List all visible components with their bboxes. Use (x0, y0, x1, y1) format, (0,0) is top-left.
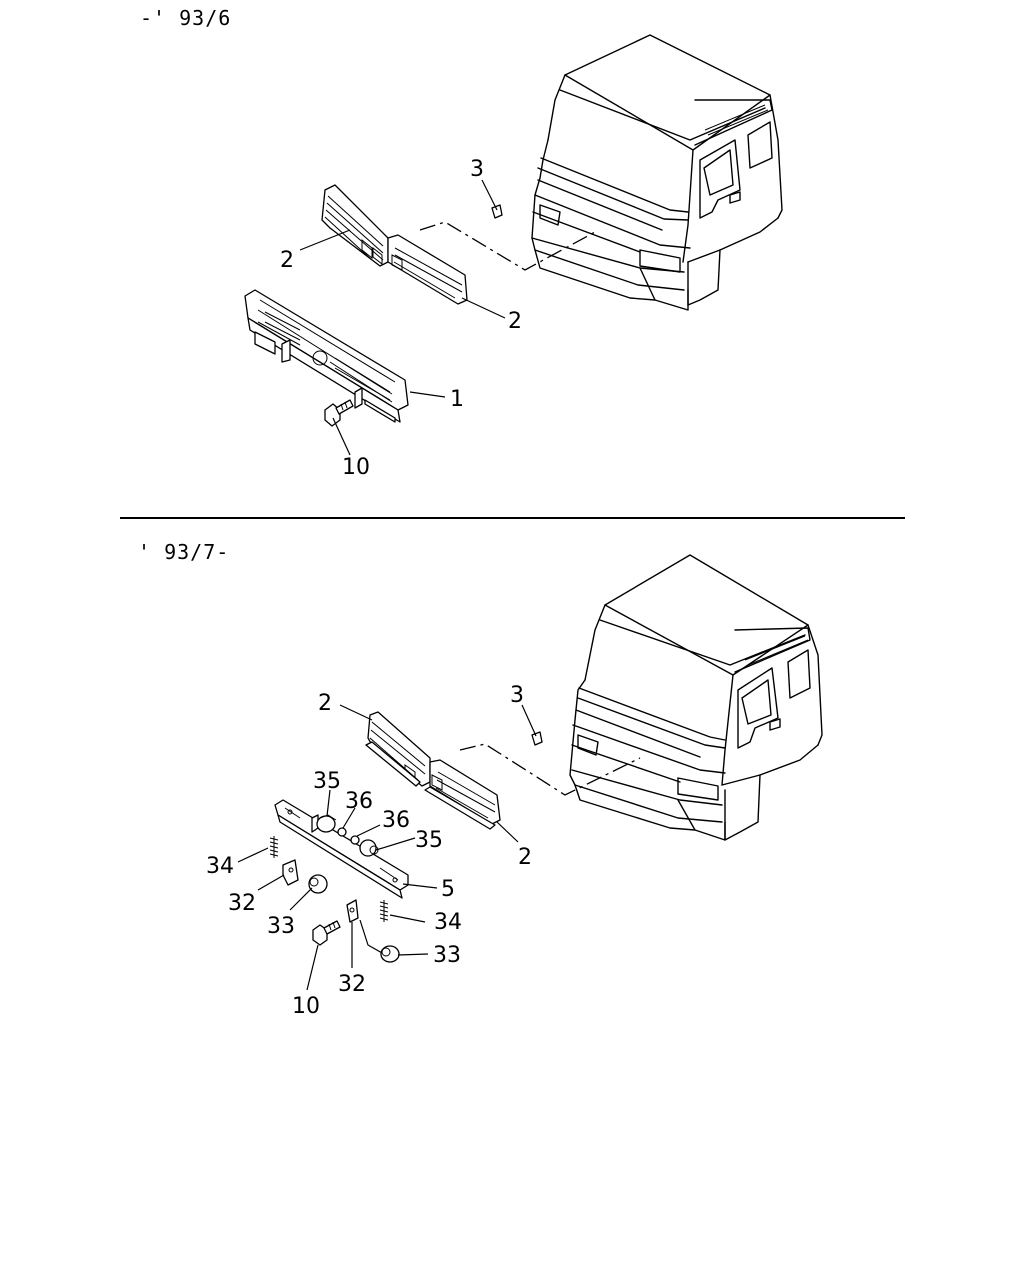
callout-33a-bottom: 33 (267, 914, 295, 939)
phantom-line-top (419, 221, 596, 271)
bushing-33-left (308, 874, 328, 894)
top-section-drawing: 3 2 2 1 10 (244, 34, 783, 480)
spring-34-left (269, 836, 279, 858)
section-divider (120, 517, 905, 519)
callout-2b-top: 2 (508, 309, 522, 334)
callout-3-bottom: 3 (510, 683, 524, 708)
upper-grille-right-bottom (424, 759, 501, 830)
bushing-35-right (359, 839, 379, 857)
bolt-top (324, 399, 354, 427)
callout-34b-bottom: 34 (434, 910, 462, 935)
bracket-32-left (282, 859, 299, 886)
callout-33b-bottom: 33 (433, 943, 461, 968)
truck-cab-bottom (569, 554, 823, 841)
callout-36b-bottom: 36 (382, 808, 410, 833)
upper-grille-left (321, 184, 389, 267)
callout-10-top: 10 (342, 455, 370, 480)
clip-bottom (531, 731, 543, 746)
callout-35b-bottom: 35 (415, 828, 443, 853)
clip-top (491, 204, 503, 219)
callout-32a-bottom: 32 (228, 891, 256, 916)
callout-10-bottom: 10 (292, 994, 320, 1019)
truck-cab-top (531, 34, 783, 311)
washer-36-right (350, 835, 360, 845)
callout-34a-bottom: 34 (206, 854, 234, 879)
callout-3-top: 3 (470, 157, 484, 182)
callout-32b-bottom: 32 (338, 972, 366, 997)
callout-5-bottom: 5 (441, 877, 455, 902)
bushing-35-left (316, 814, 337, 833)
callout-36a-bottom: 36 (345, 789, 373, 814)
spring-34-right (379, 900, 389, 922)
callout-1-top: 1 (450, 387, 464, 412)
callout-2b-bottom: 2 (518, 845, 532, 870)
bracket-32-right (346, 899, 359, 923)
callout-2a-bottom: 2 (318, 691, 332, 716)
callout-35a-bottom: 35 (313, 769, 341, 794)
callout-2a-top: 2 (280, 248, 294, 273)
bolt-bottom (312, 920, 341, 946)
main-grille (244, 289, 409, 423)
bottom-section-drawing: 3 2 35 36 36 35 2 34 5 32 33 34 33 32 10 (206, 554, 823, 1019)
mounting-bracket (274, 799, 409, 899)
bushing-33-right (380, 945, 400, 963)
washer-36-left (337, 827, 347, 837)
period-label-bottom: ' 93/7- (138, 540, 230, 564)
upper-grille-right (387, 234, 468, 305)
upper-grille-left-bottom (365, 711, 431, 787)
phantom-line-bottom (459, 743, 641, 796)
period-label-top: -' 93/6 (140, 6, 232, 30)
